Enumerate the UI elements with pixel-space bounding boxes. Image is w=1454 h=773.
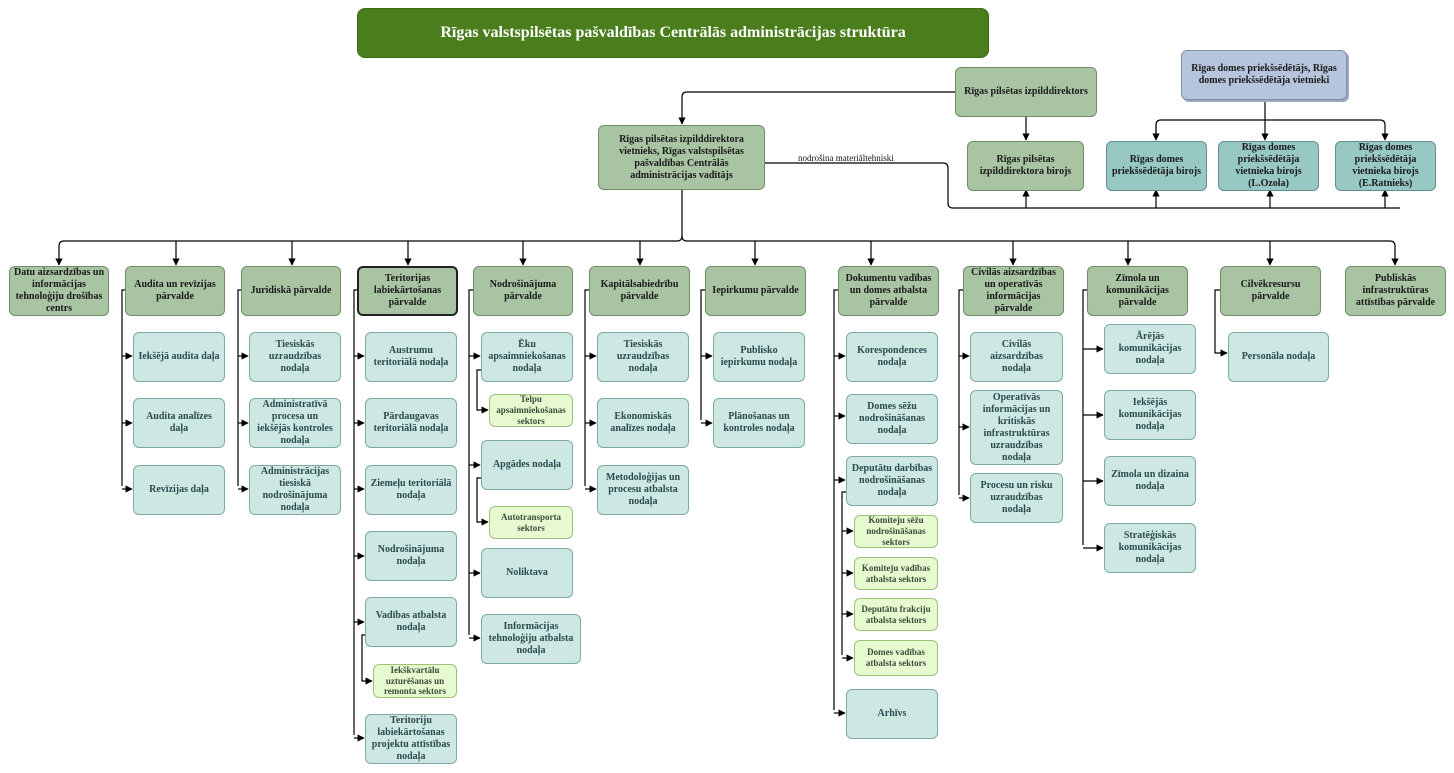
sector-box: Domes vadības atbalsta sektors [854,640,938,676]
sector-box: Komiteju vadības atbalsta sektors [854,557,938,590]
department-box: Iekšējās komunikācijas nodaļa [1104,390,1196,440]
department-box: Revīzijas daļa [133,465,225,515]
directorate-public-infrastructure: Publiskās infrastruktūras attīstības pār… [1345,266,1446,316]
directorate-provision: Nodrošinājuma pārvalde [473,266,573,316]
department-box: Procesu un risku uzraudzības nodaļa [970,473,1063,523]
department-box: Operatīvās informācijas un kritiskās inf… [970,390,1063,465]
department-box: Nodrošinājuma nodaļa [365,531,457,581]
department-box: Personāla nodaļa [1228,332,1329,382]
director-office-box: Rīgas pilsētas izpilddirektora birojs [967,141,1084,191]
director-box: Rīgas pilsētas izpilddirektors [955,67,1097,117]
department-box: Arhīvs [846,689,938,739]
directorate-data-protection: Datu aizsardzības un informācijas tehnol… [9,266,109,316]
sector-box: Deputātu frakciju atbalsta sektors [854,598,938,631]
deputy-director-box: Rīgas pilsētas izpilddirektora vietnieks… [598,125,765,190]
vice-chair-office-ratnieks-box: Rīgas domes priekšsēdētāja vietnieka bir… [1335,141,1436,191]
department-box: Zīmola un dizaina nodaļa [1104,456,1196,506]
department-box: Ziemeļu teritoriālā nodaļa [365,465,457,515]
department-box: Tiesiskās uzraudzības nodaļa [249,332,341,382]
department-box: Plānošanas un kontroles nodaļa [713,398,805,448]
department-box: Austrumu teritoriālā nodaļa [365,332,457,382]
department-box: Pārdaugavas teritoriālā nodaļa [365,398,457,448]
department-box: Civilās aizsardzības nodaļa [970,332,1063,382]
department-box: Apgādes nodaļa [481,440,573,490]
department-box: Ekonomiskās analīzes nodaļa [597,398,689,448]
department-box: Administrācijas tiesiskā nodrošinājuma n… [249,465,341,515]
directorate-audit: Audita un revīzijas pārvalde [125,266,225,316]
vice-chair-office-ozola-box: Rīgas domes priekšsēdētāja vietnieka bir… [1218,141,1319,191]
directorate-civil-protection: Civilās aizsardzības un operatīvās infor… [963,266,1064,316]
directorate-territory: Teritorijas labiekārtošanas pārvalde [357,266,458,316]
department-box: Deputātu darbības nodrošināšanas nodaļa [846,456,938,506]
material-support-note: nodrošina materiāltehniski [798,153,894,163]
department-box: Domes sēžu nodrošināšanas nodaļa [846,394,938,444]
department-box: Vadības atbalsta nodaļa [365,597,457,647]
department-box: Noliktava [481,548,573,598]
directorate-brand-communication: Zīmola un komunikācijas pārvalde [1087,266,1188,316]
sector-box: Autotransporta sektors [489,506,573,539]
sector-box: Iekškvartālu uzturēšanas un remonta sekt… [373,664,457,698]
department-box: Publisko iepirkumu nodaļa [713,332,805,382]
sector-box: Telpu apsaimniekošanas sektors [489,394,573,427]
page-title: Rīgas valstspilsētas pašvaldības Centrāl… [357,8,989,58]
department-box: Administratīvā procesa un iekšējās kontr… [249,398,341,448]
department-box: Audita analīzes daļa [133,398,225,448]
department-box: Iekšējā audita daļa [133,332,225,382]
department-box: Tiesiskās uzraudzības nodaļa [597,332,689,382]
department-box: Ēku apsaimniekošanas nodaļa [481,332,573,382]
chair-office-box: Rīgas domes priekšsēdētāja birojs [1106,141,1207,191]
department-box: Stratēģiskās komunikācijas nodaļa [1104,523,1196,573]
department-box: Informācijas tehnoloģiju atbalsta nodaļa [481,614,581,664]
directorate-capital-companies: Kapitālsabiedrību pārvalde [589,266,690,316]
department-box: Teritoriju labiekārtošanas projektu attī… [365,714,457,764]
department-box: Korespondences nodaļa [846,332,938,382]
sector-box: Komiteju sēžu nodrošināšanas sektors [854,515,938,548]
directorate-documents: Dokumentu vadības un domes atbalsta pārv… [838,266,939,316]
department-box: Metodoloģijas un procesu atbalsta nodaļa [597,465,689,515]
department-box: Ārējās komunikācijas nodaļa [1104,324,1196,374]
directorate-legal: Juridiskā pārvalde [241,266,341,316]
directorate-procurement: Iepirkumu pārvalde [705,266,806,316]
directorate-human-resources: Cilvēkresursu pārvalde [1220,266,1321,316]
chair-box: Rīgas domes priekšsēdētājs, Rīgas domes … [1181,50,1347,100]
